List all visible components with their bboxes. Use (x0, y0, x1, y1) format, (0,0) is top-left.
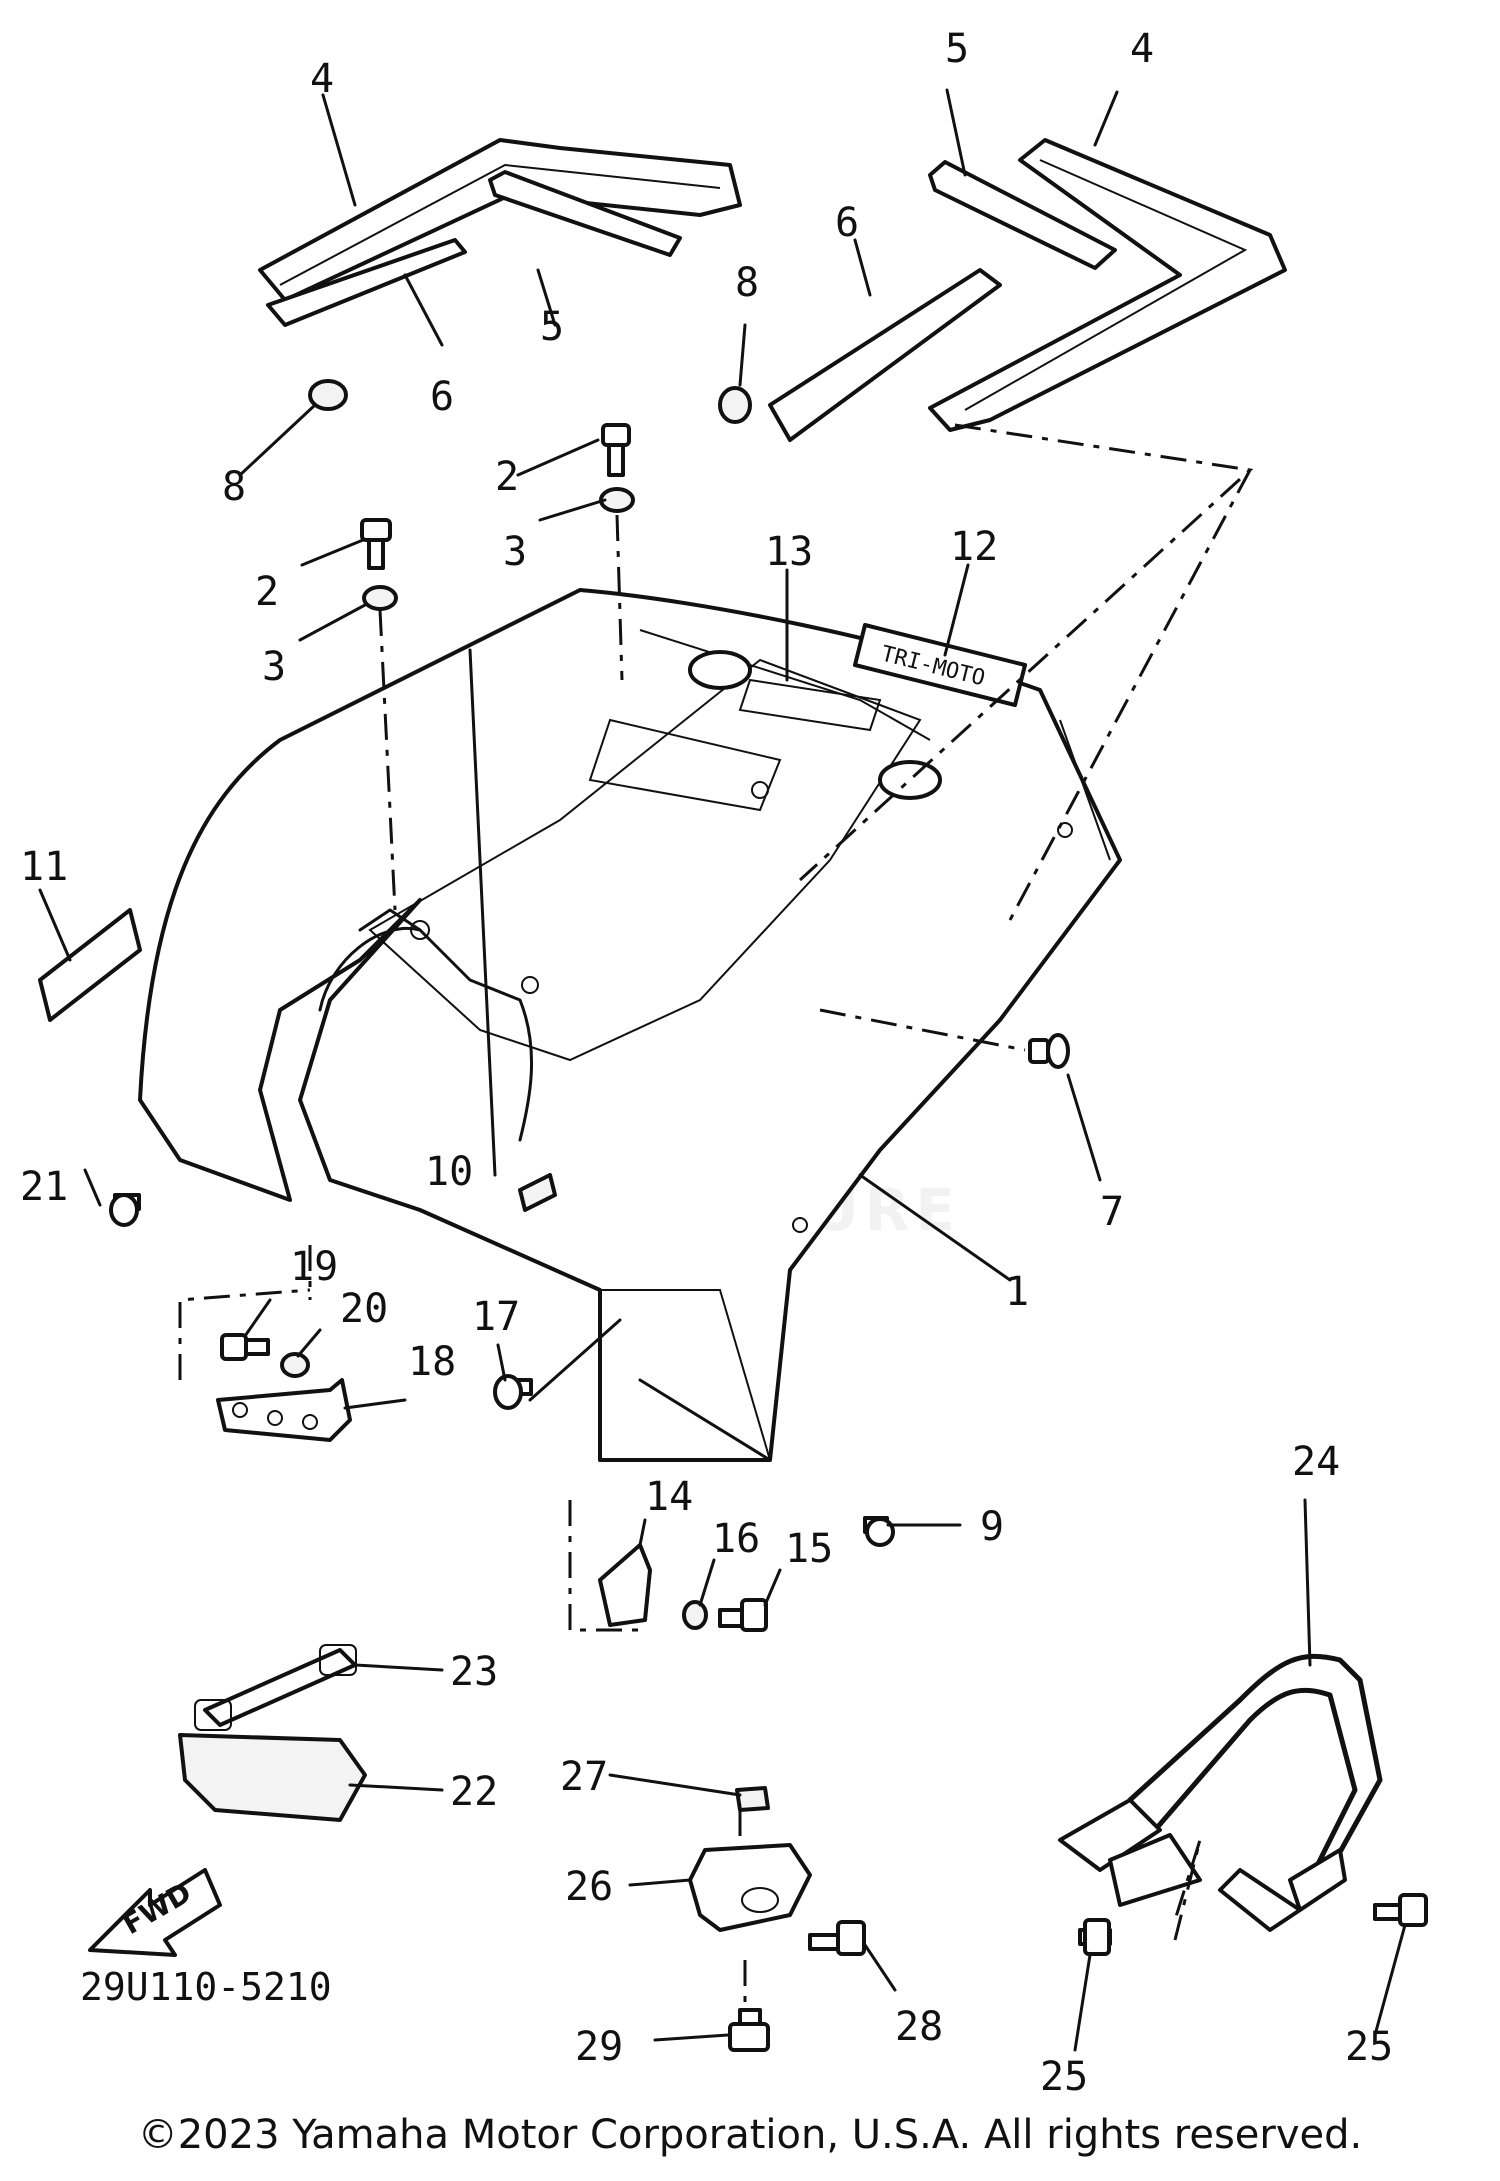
callout-6-right: 6 (835, 200, 859, 246)
callout-8-right: 8 (735, 260, 759, 306)
bolt-2-right[interactable] (601, 423, 631, 477)
callout-11: 11 (20, 844, 68, 890)
rear-fender-1[interactable] (138, 588, 1122, 1462)
fwd-arrow: FWD (88, 1868, 222, 1957)
callout-25-left: 25 (1040, 2054, 1088, 2100)
strap-23[interactable] (194, 1644, 357, 1731)
washer-20[interactable] (280, 1352, 310, 1378)
callout-5-right: 5 (945, 26, 969, 72)
nut-29[interactable] (728, 2008, 770, 2052)
rivet-10[interactable] (518, 1173, 557, 1212)
callout-5-left: 5 (540, 304, 564, 350)
leader-lines (38, 88, 1407, 2052)
callout-17: 17 (472, 1294, 520, 1340)
callout-22: 22 (450, 1769, 498, 1815)
callout-16: 16 (712, 1516, 760, 1562)
bolt-25-left[interactable] (1078, 1918, 1112, 1956)
callout-27: 27 (560, 1754, 608, 1800)
callout-21: 21 (20, 1164, 68, 1210)
bolt-28[interactable] (808, 1920, 866, 1956)
callout-6-left: 6 (430, 374, 454, 420)
reference-lines (178, 423, 1254, 2010)
bolt-2-left[interactable] (360, 518, 392, 570)
washer-16[interactable] (682, 1600, 708, 1630)
washer-3-left[interactable] (362, 585, 398, 611)
callout-4-right: 4 (1130, 26, 1154, 72)
callout-23: 23 (450, 1649, 498, 1695)
callout-9: 9 (980, 1504, 1004, 1550)
callout-25-right: 25 (1345, 2024, 1393, 2070)
callout-8-left: 8 (222, 464, 246, 510)
callout-3-left: 3 (262, 644, 286, 690)
screw-21[interactable] (109, 1193, 141, 1227)
callout-labels: 4 5 6 8 2 3 2 3 4 5 6 8 12 13 11 10 7 1 … (20, 26, 1393, 2100)
hinge-26[interactable] (688, 1843, 812, 1932)
bracket-4-left[interactable] (258, 138, 742, 302)
callout-12: 12 (950, 524, 998, 570)
callout-4-left: 4 (310, 56, 334, 102)
pad-22[interactable] (178, 1733, 367, 1822)
callout-29: 29 (575, 2024, 623, 2070)
callout-20: 20 (340, 1286, 388, 1332)
bracket-4-right[interactable] (928, 138, 1287, 432)
callout-18: 18 (408, 1339, 456, 1385)
callout-15: 15 (785, 1526, 833, 1572)
drawing-code: 29U110-5210 (80, 1965, 332, 2009)
callout-19: 19 (290, 1244, 338, 1290)
bracket-18[interactable] (216, 1378, 352, 1442)
callout-13: 13 (765, 529, 813, 575)
grommet-8-left[interactable] (308, 379, 348, 411)
callout-26: 26 (565, 1864, 613, 1910)
grab-bar-24[interactable] (1058, 1653, 1383, 1932)
bolt-25-right[interactable] (1373, 1893, 1428, 1927)
screw-7[interactable] (1028, 1033, 1070, 1069)
copyright-notice: ©2023 Yamaha Motor Corporation, U.S.A. A… (137, 2112, 1363, 2158)
grommet-8-right[interactable] (718, 386, 752, 424)
callout-24: 24 (1292, 1439, 1340, 1485)
callout-1: 1 (1005, 1269, 1029, 1315)
callout-7: 7 (1100, 1189, 1124, 1235)
callout-2-right: 2 (495, 454, 519, 500)
strip-6-right[interactable] (768, 268, 1002, 442)
strip-6-left[interactable] (266, 238, 467, 327)
plate-5-left[interactable] (488, 170, 682, 257)
bolt-15[interactable] (718, 1598, 768, 1632)
callout-28: 28 (895, 2004, 943, 2050)
callout-3-right: 3 (503, 529, 527, 575)
tag-27[interactable] (735, 1786, 770, 1812)
bolt-19[interactable] (220, 1333, 270, 1361)
bracket-14[interactable] (598, 1543, 652, 1627)
screw-17[interactable] (493, 1374, 533, 1410)
callout-10: 10 (425, 1149, 473, 1195)
callout-2-left: 2 (255, 569, 279, 615)
callout-14: 14 (645, 1474, 693, 1520)
screw-9[interactable] (863, 1516, 895, 1547)
emblem-11[interactable] (38, 908, 142, 1022)
plate-5-right[interactable] (928, 160, 1117, 270)
